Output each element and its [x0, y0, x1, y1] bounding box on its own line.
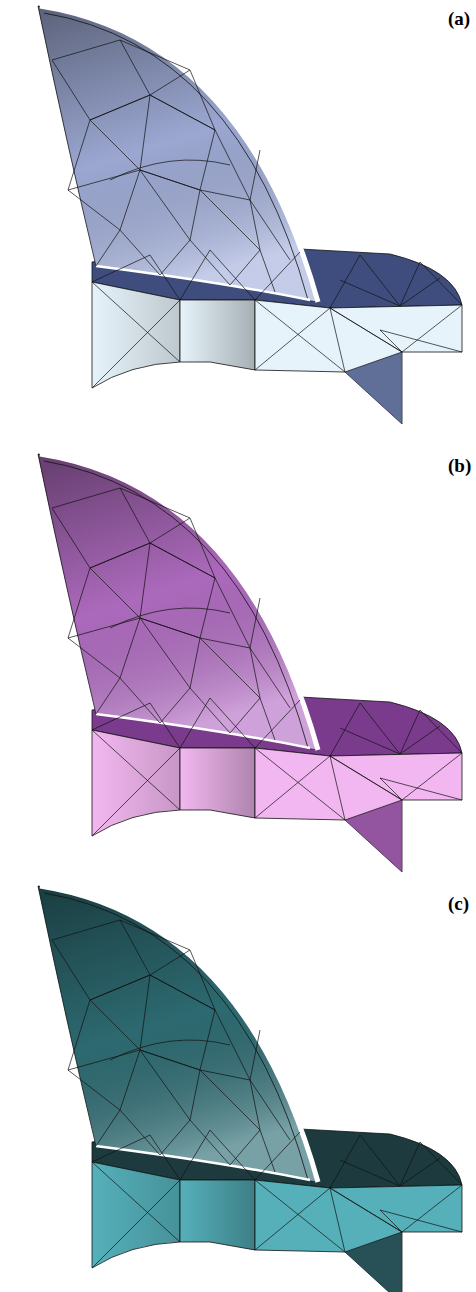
panel-label: (c) — [448, 893, 469, 915]
panel-label: (a) — [448, 8, 470, 30]
panel-label: (b) — [448, 455, 471, 477]
